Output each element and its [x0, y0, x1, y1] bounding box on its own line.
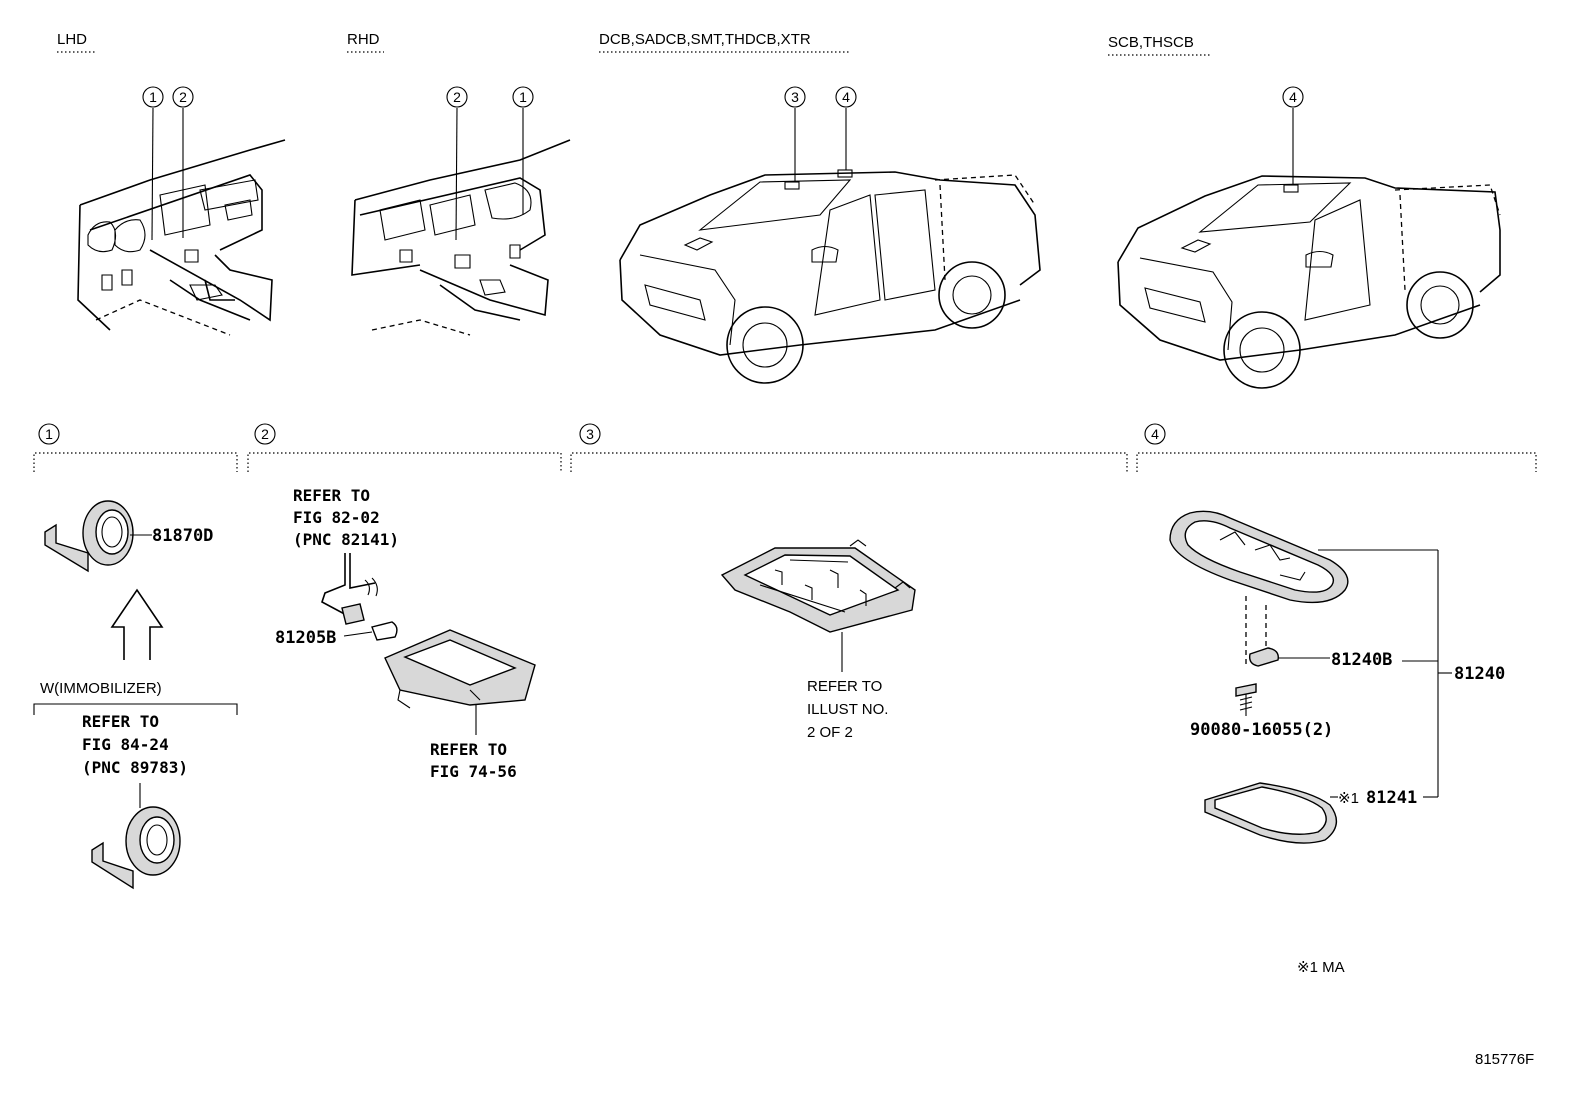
lhd-dashboard-illustration — [77, 139, 286, 336]
svg-text:3: 3 — [586, 426, 594, 442]
bulb-81240b-illustration — [1248, 647, 1330, 667]
svg-text:LHD: LHD — [57, 31, 87, 48]
marker-1-lhd: 1 — [142, 86, 164, 108]
svg-text:1: 1 — [519, 89, 527, 105]
room-lamp-housing-illustration — [1169, 510, 1438, 604]
section1-refer-line1: REFER TO — [82, 712, 159, 731]
svg-text:SCB,THSCB: SCB,THSCB — [1108, 34, 1194, 51]
part-81870d: 81870D — [152, 526, 213, 546]
section-2-label: 2 — [254, 423, 276, 445]
part-90080-16055: 90080-16055(2) — [1190, 720, 1333, 740]
up-arrow — [110, 588, 164, 660]
section-3-label: 3 — [579, 423, 601, 445]
svg-text:RHD: RHD — [347, 31, 380, 48]
bulb-81205b-illustration — [343, 621, 398, 641]
section2-refer-bottom-line1: REFER TO — [430, 740, 507, 759]
header-rhd: RHD — [347, 31, 384, 53]
svg-text:2: 2 — [179, 89, 187, 105]
dcb-leader-lines — [794, 108, 847, 182]
svg-text:4: 4 — [1151, 426, 1159, 442]
section-4-label: 4 — [1144, 423, 1166, 445]
part-81241: 81241 — [1366, 788, 1417, 808]
svg-text:1: 1 — [149, 89, 157, 105]
double-cab-truck-illustration — [619, 169, 1041, 384]
svg-text:4: 4 — [1289, 89, 1297, 105]
marker-4-dcb: 4 — [835, 86, 857, 108]
rhd-dashboard-illustration — [351, 139, 571, 336]
single-cab-truck-illustration — [1117, 175, 1501, 389]
marker-2-rhd: 2 — [446, 86, 468, 108]
immobilizer-condition: W(IMMOBILIZER) — [40, 680, 162, 697]
header-double-cab: DCB,SADCB,SMT,THDCB,XTR — [599, 31, 851, 53]
room-lamp-leaders — [1245, 550, 1452, 798]
section3-refer-line1: REFER TO — [807, 678, 882, 695]
section2-refer-top-line1: REFER TO — [293, 486, 370, 505]
svg-text:2: 2 — [453, 89, 461, 105]
illustration-id: 815776F — [1475, 1051, 1534, 1068]
svg-text:4: 4 — [842, 89, 850, 105]
section1-refer-line3: (PNC 89783) — [82, 758, 188, 777]
section-1-label: 1 — [38, 423, 60, 445]
section3-refer-line3: 2 OF 2 — [807, 724, 853, 741]
lens-81241-illustration — [1204, 782, 1338, 844]
part-81240b: 81240B — [1331, 650, 1392, 670]
lhd-leader-lines — [151, 107, 184, 241]
condition-bracket — [33, 703, 238, 715]
section3-refer-line2: ILLUST NO. — [807, 701, 888, 718]
glovebox-lamp-housing-illustration — [384, 629, 536, 735]
section2-refer-bottom-line2: FIG 74-56 — [430, 762, 517, 781]
transponder-coil-immobilizer-illustration — [91, 806, 181, 890]
svg-text:DCB,SADCB,SMT,THDCB,XTR: DCB,SADCB,SMT,THDCB,XTR — [599, 31, 811, 48]
footnote: ※1 MA — [1297, 959, 1345, 976]
wire-socket-illustration — [321, 553, 378, 625]
svg-text:3: 3 — [791, 89, 799, 105]
section2-refer-top-line3: (PNC 82141) — [293, 530, 399, 549]
section2-refer-top-line2: FIG 82-02 — [293, 508, 380, 527]
part-81241-mark: ※1 — [1338, 790, 1359, 807]
header-lhd: LHD — [57, 31, 95, 53]
rhd-leader-lines — [455, 107, 524, 241]
part-81240: 81240 — [1454, 664, 1505, 684]
marker-4-scb: 4 — [1282, 86, 1304, 108]
transponder-coil-81870d-illustration — [44, 500, 152, 573]
section-brackets — [33, 452, 1537, 472]
screw-90080-illustration — [1235, 683, 1257, 716]
section1-refer-line2: FIG 84-24 — [82, 735, 169, 754]
part-81205b: 81205B — [275, 628, 336, 648]
overhead-console-illustration — [720, 539, 916, 672]
svg-text:2: 2 — [261, 426, 269, 442]
marker-3-dcb: 3 — [784, 86, 806, 108]
marker-1-rhd: 1 — [512, 86, 534, 108]
svg-text:1: 1 — [45, 426, 53, 442]
header-single-cab: SCB,THSCB — [1108, 34, 1212, 56]
marker-2-lhd: 2 — [172, 86, 194, 108]
